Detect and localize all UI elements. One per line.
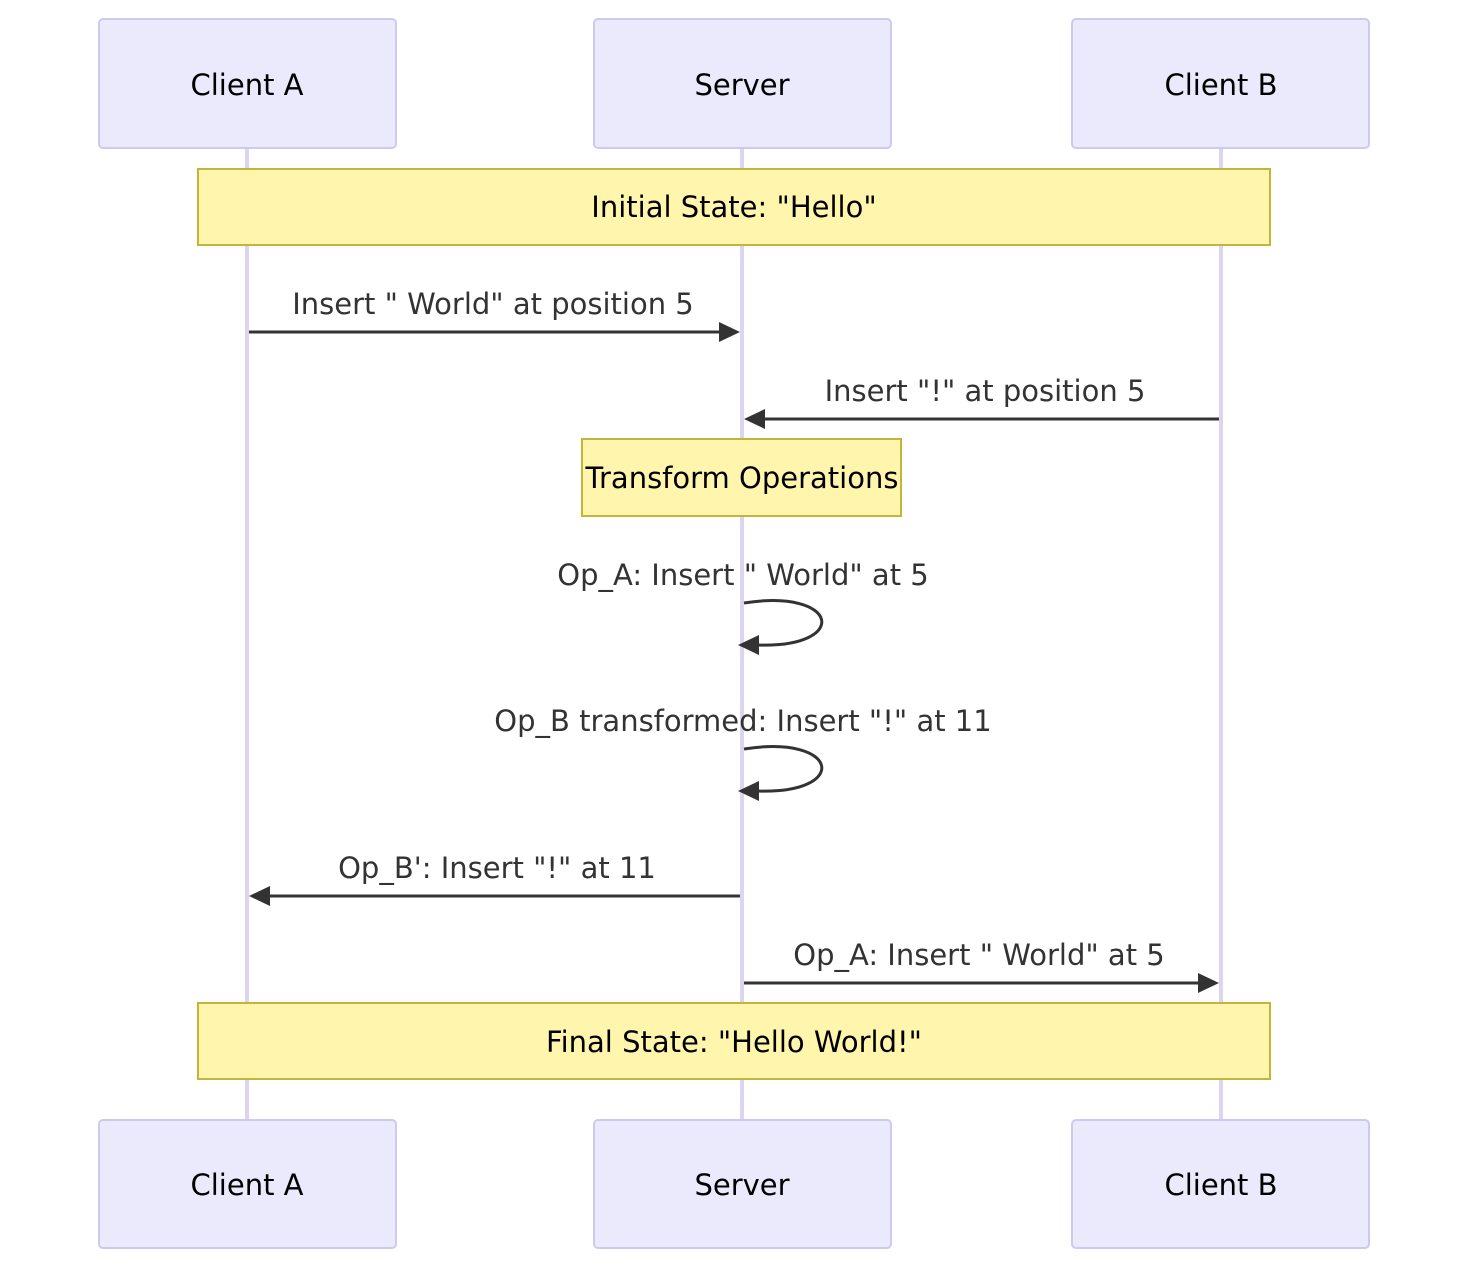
arrowhead bbox=[249, 886, 270, 906]
note-final-state: Final State: "Hello World!" bbox=[197, 1002, 1271, 1080]
message-label: Insert "!" at position 5 bbox=[825, 374, 1146, 408]
arrowhead bbox=[744, 409, 765, 429]
actor-server-bottom: Server bbox=[593, 1119, 892, 1249]
self-loop-arrow bbox=[743, 745, 824, 793]
note-label: Transform Operations bbox=[585, 461, 899, 495]
actor-client-b-top: Client B bbox=[1071, 18, 1370, 149]
message-label: Op_A: Insert " World" at 5 bbox=[557, 558, 928, 592]
arrowhead bbox=[738, 635, 759, 655]
arrowhead bbox=[1198, 973, 1219, 993]
note-label: Final State: "Hello World!" bbox=[546, 1025, 922, 1059]
actor-client-a-top: Client A bbox=[98, 18, 397, 149]
actor-server-top: Server bbox=[593, 18, 892, 149]
note-label: Initial State: "Hello" bbox=[591, 190, 876, 224]
actor-label: Client B bbox=[1164, 1168, 1277, 1202]
actor-label: Server bbox=[694, 68, 789, 102]
actor-client-b-bottom: Client B bbox=[1071, 1119, 1370, 1249]
actor-client-a-bottom: Client A bbox=[98, 1119, 397, 1249]
self-message-op-a: Op_A: Insert " World" at 5 bbox=[557, 558, 929, 655]
message-server-to-a-op-b-prime: Op_B': Insert "!" at 11 bbox=[249, 851, 740, 906]
actor-label: Server bbox=[694, 1168, 789, 1202]
self-loop-arrow bbox=[743, 599, 824, 647]
self-message-op-b-transformed: Op_B transformed: Insert "!" at 11 bbox=[494, 704, 992, 801]
message-b-to-server-insert-bang: Insert "!" at position 5 bbox=[744, 374, 1219, 429]
message-server-to-b-op-a: Op_A: Insert " World" at 5 bbox=[744, 938, 1219, 993]
message-label: Op_B': Insert "!" at 11 bbox=[338, 851, 656, 885]
actor-label: Client A bbox=[190, 1168, 303, 1202]
note-initial-state: Initial State: "Hello" bbox=[197, 168, 1271, 246]
message-label: Op_B transformed: Insert "!" at 11 bbox=[494, 704, 991, 738]
note-transform-operations: Transform Operations bbox=[581, 438, 902, 517]
message-label: Insert " World" at position 5 bbox=[292, 287, 694, 321]
message-a-to-server-insert-world: Insert " World" at position 5 bbox=[249, 287, 740, 342]
arrowhead bbox=[738, 781, 759, 801]
message-label: Op_A: Insert " World" at 5 bbox=[793, 938, 1164, 972]
arrowhead bbox=[719, 322, 740, 342]
actor-label: Client B bbox=[1164, 68, 1277, 102]
actor-label: Client A bbox=[190, 68, 303, 102]
